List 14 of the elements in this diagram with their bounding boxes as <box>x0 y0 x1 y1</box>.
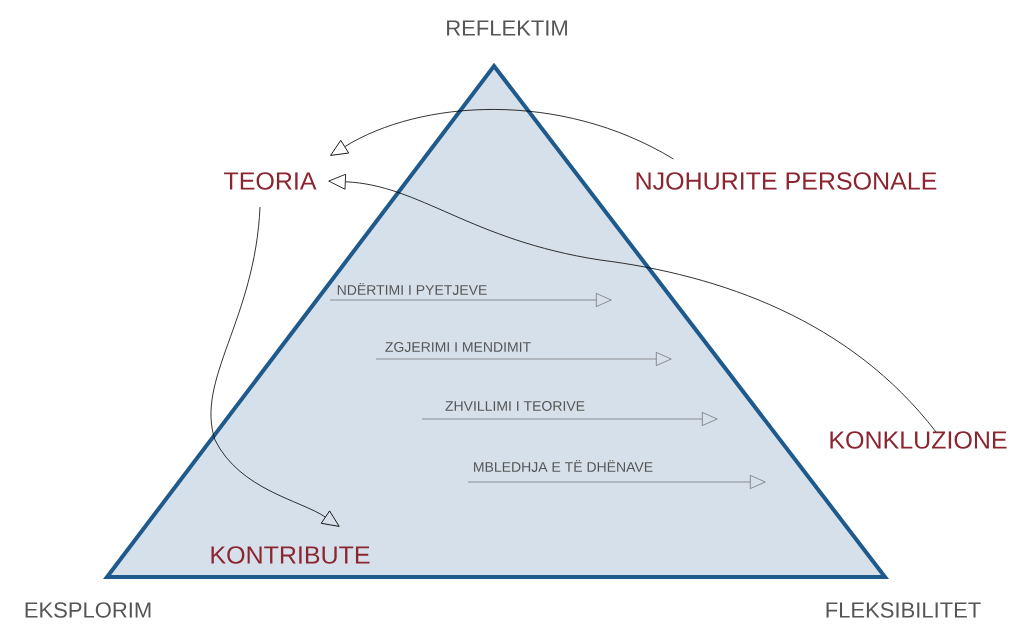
curved-arrow <box>210 206 340 527</box>
corner-label: FLEKSIBILITET <box>826 602 981 618</box>
arrow-label: NDËRTIMI I PYETJEVE <box>337 283 487 295</box>
node-label: TEORIA <box>224 172 317 190</box>
curved-arrow <box>330 109 674 160</box>
node-label: KONKLUZIONE <box>830 431 1007 449</box>
arrow-label: MBLEDHJA E TË DHËNAVE <box>474 460 653 472</box>
curved-arrow <box>328 173 937 433</box>
arrow-label: ZGJERIMI I MENDIMIT <box>385 342 531 352</box>
corner-label: REFLEKTIM <box>447 20 567 36</box>
node-label: KONTRIBUTE <box>211 546 370 564</box>
arrow-label: ZHVILLIMI I TEORIVE <box>445 401 585 411</box>
node-label: NJOHURITE PERSONALE <box>636 172 937 190</box>
corner-label: EKSPLORIM <box>25 602 151 618</box>
